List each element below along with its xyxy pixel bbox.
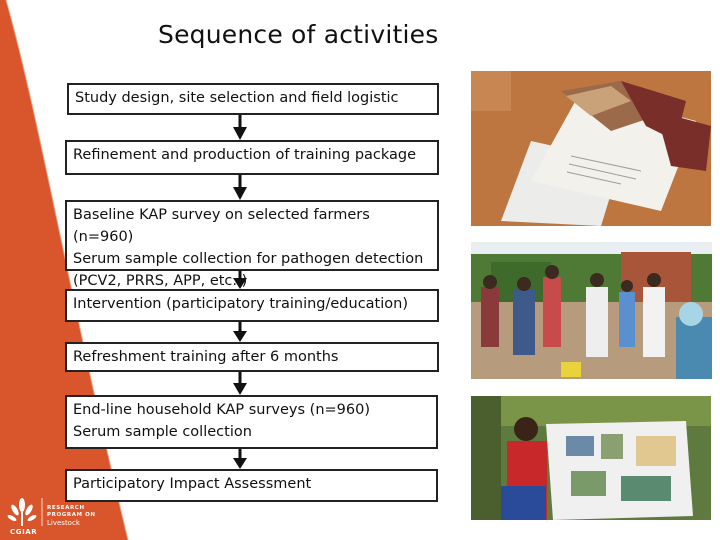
down-arrow-icon — [233, 449, 247, 469]
down-arrow-icon — [233, 115, 247, 140]
step-3-line-1: Baseline KAP survey on selected farmers … — [73, 207, 370, 245]
step-4-line-1: Intervention (participatory training/edu… — [73, 296, 408, 312]
step-5-line-1: Refreshment training after 6 months — [73, 349, 339, 365]
step-box-4: Intervention (participatory training/edu… — [65, 289, 439, 322]
step-1-line-1: Study design, site selection and field l… — [75, 90, 399, 106]
slide-title: Sequence of activities — [158, 20, 439, 49]
step-box-5: Refreshment training after 6 months — [65, 342, 439, 372]
cgiar-livestock-logo — [7, 498, 43, 526]
logo-program-line-2: PROGRAM ON — [47, 512, 96, 518]
down-arrow-icon — [233, 175, 247, 200]
training-booklets-photo — [471, 71, 711, 226]
step-box-7: Participatory Impact Assessment — [65, 469, 438, 502]
step-6-line-1: End-line household KAP surveys (n=960) — [73, 402, 371, 418]
logo-program-line-1: RESEARCH — [47, 505, 85, 511]
poster-presentation-photo — [471, 396, 711, 520]
down-arrow-icon — [233, 372, 247, 395]
logo-program-name: Livestock — [47, 519, 80, 527]
step-7-line-1: Participatory Impact Assessment — [73, 476, 312, 492]
down-arrow-icon — [233, 271, 247, 289]
step-3-line-3: (PCV2, PRRS, APP, etc..) — [73, 273, 248, 289]
step-box-6: End-line household KAP surveys (n=960) S… — [65, 395, 438, 449]
step-3-line-2: Serum sample collection for pathogen det… — [73, 251, 424, 267]
step-box-3: Baseline KAP survey on selected farmers … — [65, 200, 439, 289]
step-2-line-1: Refinement and production of training pa… — [73, 147, 417, 163]
step-box-2: Refinement and production of training pa… — [65, 140, 439, 175]
down-arrow-icon — [233, 322, 247, 342]
farmers-group-photo — [471, 242, 712, 379]
logo-org-name: CGIAR — [10, 528, 38, 536]
step-6-line-2: Serum sample collection — [73, 424, 252, 440]
step-box-1: Study design, site selection and field l… — [67, 83, 439, 115]
